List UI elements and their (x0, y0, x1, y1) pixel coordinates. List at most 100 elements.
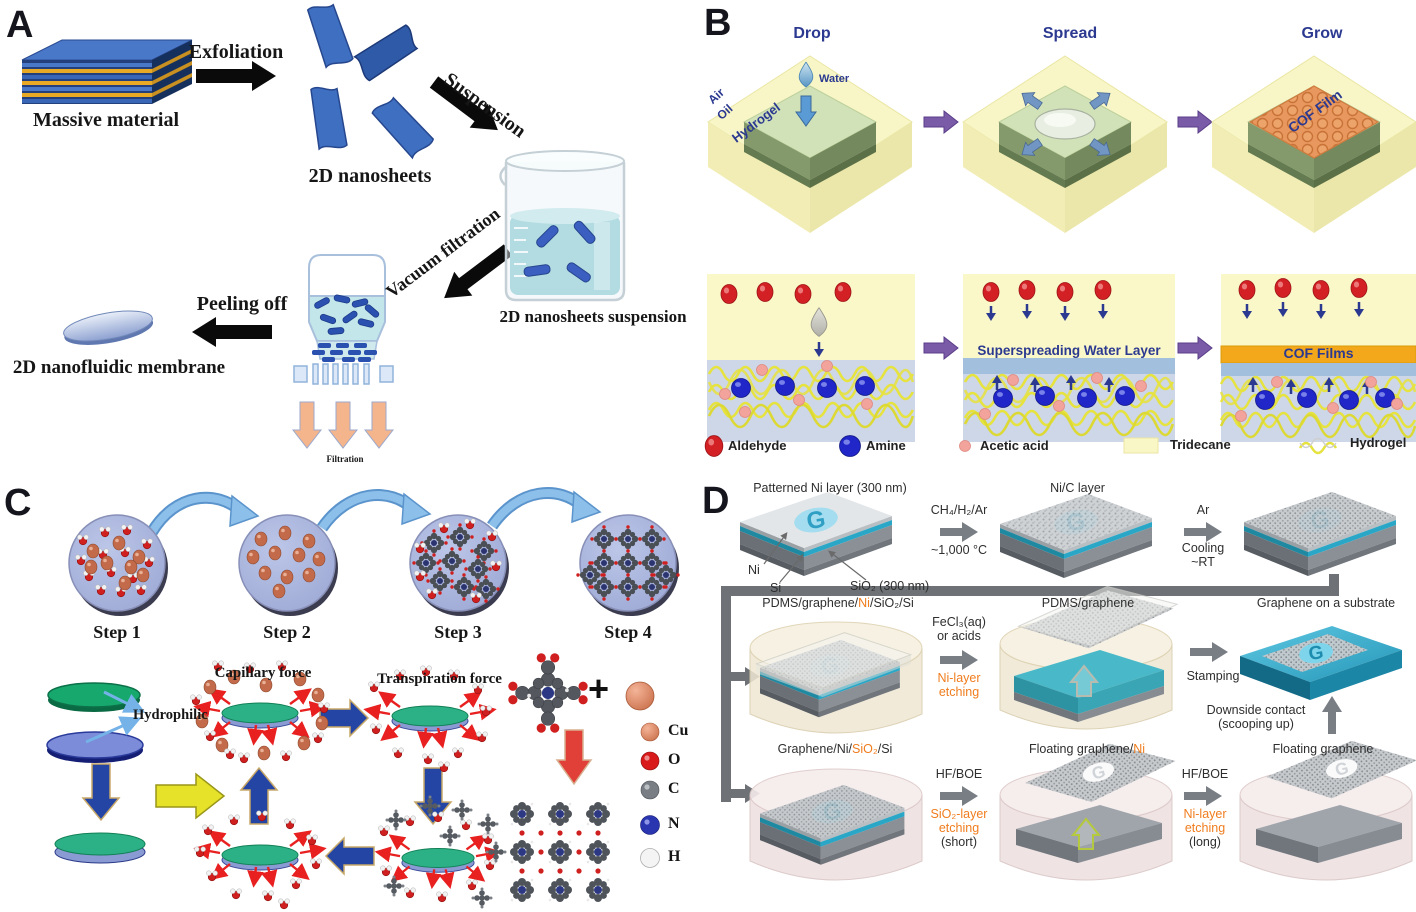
ni-etch-long-label-1: Ni-layer (1183, 807, 1227, 821)
cycle-left-arrow (325, 837, 375, 875)
graphene-on-substrate-chip: G (1240, 626, 1402, 700)
cof-films-label: COF Films (1283, 345, 1354, 361)
ni-etch-long-arrow (1184, 786, 1222, 806)
st-part-orange: Ni (1133, 742, 1146, 756)
step4-circle (576, 514, 680, 617)
exfoliation-label: Exfoliation (188, 41, 284, 63)
stage-drop-label: Drop (793, 25, 831, 42)
filtration-label: Filtration (326, 454, 364, 464)
floating-graphene-dish: G (1239, 736, 1416, 881)
capillary-force-label: Capillary force (214, 665, 312, 681)
sio2-etch-label-3: (short) (940, 835, 978, 849)
massive-material-label: Massive material (32, 109, 180, 131)
cycle-bottom-right-disc (378, 795, 507, 909)
step4-label: Step 4 (604, 622, 652, 642)
step3-circle (409, 514, 510, 617)
exfoliation-arrow (196, 61, 276, 91)
massive-material-illustration (21, 39, 193, 104)
pdms-graphene-ni-sio2-si-label: PDMS/graphene/Ni/SiO₂/Si (740, 596, 936, 610)
sio2-etch-arrow (940, 786, 978, 806)
g-logo: G (1090, 762, 1108, 784)
water-label: Water (819, 73, 850, 85)
panel-c-graphics (46, 487, 680, 910)
assembly-arrow (555, 729, 593, 786)
cof-film-patch (1248, 85, 1380, 159)
spread-box-illustration (962, 55, 1168, 234)
legend-h-label: H (668, 848, 681, 865)
patterned-ni-label: Patterned Ni layer (300 nm) (753, 481, 907, 495)
cvd-gas-label: CH₄/H₂/Ar (930, 503, 988, 517)
panel-a-label: A (6, 4, 34, 46)
nanosheets-suspension-label: 2D nanosheets suspension (499, 307, 687, 326)
aldehyde-ball-icon (704, 434, 724, 458)
membrane-support-slits (293, 363, 394, 385)
stamping-label: Stamping (1186, 669, 1240, 683)
st-part: Graphene/Ni/ (777, 742, 853, 756)
amine-ball-icon (838, 434, 862, 458)
g-logo: G (1333, 758, 1350, 780)
stage-grow-label: Grow (1301, 25, 1343, 42)
fecl3-label: FeCl₃(aq) (932, 615, 986, 629)
cu-ball-icon (640, 722, 660, 742)
panel-d-graphics: G (721, 492, 1416, 881)
or-acids-label: or acids (937, 629, 981, 643)
ni-layer-etch-label-2: etching (938, 685, 980, 699)
cycle-bottom-middle-disc (194, 810, 322, 910)
hf-boe-label-1: HF/BOE (935, 767, 983, 781)
mof-lattice-illustration (510, 802, 610, 902)
si-label: Si (770, 581, 782, 595)
ni-layer-etch-label-1: Ni-layer (937, 671, 981, 685)
atom-legend-icons (640, 722, 660, 868)
mechanism-panel-2 (963, 274, 1175, 442)
sio2-etch-label-2: etching (938, 821, 980, 835)
step3-label: Step 3 (434, 622, 482, 642)
tridecane-swatch (1123, 437, 1159, 454)
ni-c-layer-label: Ni/C layer (1050, 481, 1105, 495)
floating-graphene-ni-label: Floating graphene/Ni (1012, 742, 1162, 756)
mechanism-panel-1 (707, 274, 915, 442)
panel-a: A Exfoliation Massive material 2D nanosh… (0, 0, 700, 480)
panel-c-label: C (4, 482, 32, 524)
superspreading-water-layer-label: Superspreading Water Layer (977, 343, 1161, 358)
n-ball-icon (640, 815, 660, 835)
cooling-label: Cooling (1181, 541, 1225, 555)
acetic-acid-ball-icon (959, 440, 971, 452)
legend-c-label: C (668, 780, 680, 797)
step2-circle (238, 514, 339, 617)
st-part-orange: SiO₂ (852, 742, 878, 756)
patterned-ni-chip (740, 492, 892, 576)
legend-aldehyde-label: Aldehyde (728, 438, 787, 453)
linker-molecule-illustration (508, 653, 588, 733)
row1-arrow-2 (1177, 110, 1213, 134)
ni-label: Ni (748, 563, 760, 577)
graphene-on-substrate-label: Graphene on a substrate (1256, 596, 1396, 610)
ni-etch-arrow (940, 650, 978, 670)
panel-b-label: B (704, 2, 732, 44)
nanofluidic-membrane-label: 2D nanofluidic membrane (12, 357, 226, 378)
yellow-cycle-arrow (155, 772, 226, 820)
h-ball-icon (640, 848, 660, 868)
scooping-up-arrow (1322, 696, 1342, 734)
sio2-etch-label-1: SiO₂-layer (930, 807, 988, 821)
hydrogel-wave-icon (1298, 437, 1338, 455)
legend-n-label: N (668, 815, 680, 832)
panel-d: G (700, 480, 1416, 912)
beaker-illustration (499, 150, 626, 302)
nanosheets-label: 2D nanosheets (308, 165, 432, 187)
row1-arrow-1 (923, 110, 959, 134)
st-part: /SiO₂/Si (869, 596, 914, 610)
nanosheets-illustration (306, 0, 436, 162)
downside-contact-label: Downside contact (1206, 703, 1306, 717)
st-part: Floating graphene/ (1028, 742, 1134, 756)
hydrophilic-label: Hydrophilic (133, 707, 208, 723)
legend-amine-label: Amine (866, 438, 906, 453)
mechanism-panel-3 (1219, 274, 1416, 442)
legend-tridecane-label: Tridecane (1170, 437, 1231, 452)
copper-ion-ball (625, 681, 655, 711)
rt-label: ~RT (1191, 555, 1215, 569)
floating-graphene-label: Floating graphene (1272, 742, 1374, 756)
panel-b-graphics (704, 55, 1416, 458)
grow-box-illustration (1211, 55, 1416, 234)
stamping-arrow (1190, 642, 1228, 662)
